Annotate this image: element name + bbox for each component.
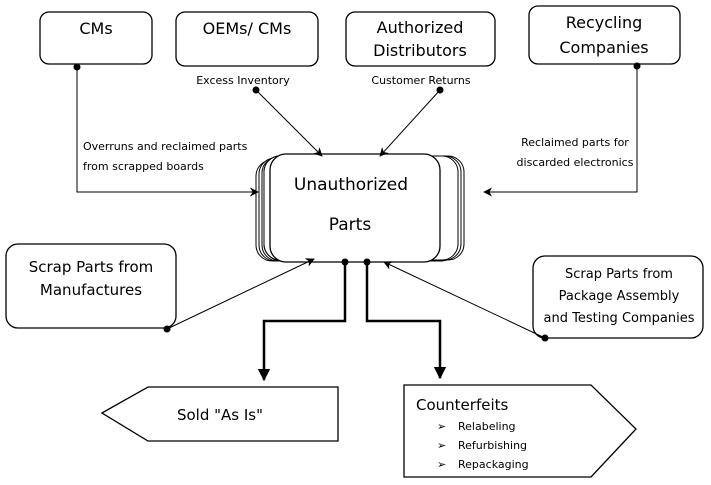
reclaimed-parts-label-line-2: discarded electronics	[517, 156, 634, 169]
unauthorized-parts-line-2: Parts	[329, 215, 372, 235]
edge-customer-returns	[379, 86, 444, 157]
recycling-companies-box: Recycling Companies	[528, 5, 681, 65]
reclaimed-parts-label-line-1: Reclaimed parts for	[521, 136, 629, 149]
oems-cms-label: OEMs/ CMs	[203, 19, 292, 38]
bullet-icon: ➢	[437, 458, 446, 471]
scrap-package-line-1: Scrap Parts from	[565, 267, 673, 282]
unauthorized-parts-box: Unauthorized Parts	[255, 153, 465, 263]
authorized-distributors-line-2: Distributors	[373, 41, 467, 60]
cms-box: CMs	[39, 11, 153, 65]
authorized-distributors-line-1: Authorized	[377, 18, 464, 37]
counterfeit-item-refurbishing: Refurbishing	[458, 439, 527, 452]
cms-label: CMs	[79, 19, 112, 38]
edge-scrap-package	[383, 261, 549, 342]
customer-returns-label: Customer Returns	[371, 74, 470, 87]
recycling-companies-line-1: Recycling	[566, 13, 643, 32]
scrap-manufactures-line-1: Scrap Parts from	[29, 258, 154, 276]
edge-recycling	[483, 62, 641, 197]
edge-to-sold-as-is	[257, 258, 349, 382]
edge-excess-inventory	[252, 86, 323, 157]
authorized-distributors-box: Authorized Distributors	[345, 11, 496, 67]
bullet-icon: ➢	[437, 439, 446, 452]
counterfeit-item-relabeling: Relabeling	[458, 420, 516, 433]
recycling-companies-line-2: Companies	[559, 38, 648, 57]
overruns-label-line-1: Overruns and reclaimed parts	[83, 140, 248, 153]
sold-as-is-label: Sold "As Is"	[177, 406, 263, 424]
scrap-manufactures-line-2: Manufactures	[40, 281, 142, 299]
unauthorized-parts-line-1: Unauthorized	[294, 175, 408, 195]
counterfeits-box: Counterfeits ➢ Relabeling ➢ Refurbishing…	[403, 384, 637, 478]
overruns-label-line-2: from scrapped boards	[83, 160, 204, 173]
sold-as-is-box: Sold "As Is"	[100, 386, 339, 442]
edge-cms	[73, 63, 259, 197]
edge-to-counterfeits	[363, 258, 447, 380]
scrap-package-box: Scrap Parts from Package Assembly and Te…	[532, 255, 704, 339]
counterfeit-item-repackaging: Repackaging	[458, 458, 529, 471]
excess-inventory-label: Excess Inventory	[196, 74, 290, 87]
edge-scrap-manufactures	[163, 258, 315, 333]
bullet-icon: ➢	[437, 420, 446, 433]
scrap-package-line-3: and Testing Companies	[544, 311, 695, 326]
scrap-package-line-2: Package Assembly	[559, 289, 680, 304]
scrap-manufactures-box: Scrap Parts from Manufactures	[5, 243, 177, 329]
counterfeits-title: Counterfeits	[416, 396, 508, 414]
oems-cms-box: OEMs/ CMs	[175, 11, 319, 67]
